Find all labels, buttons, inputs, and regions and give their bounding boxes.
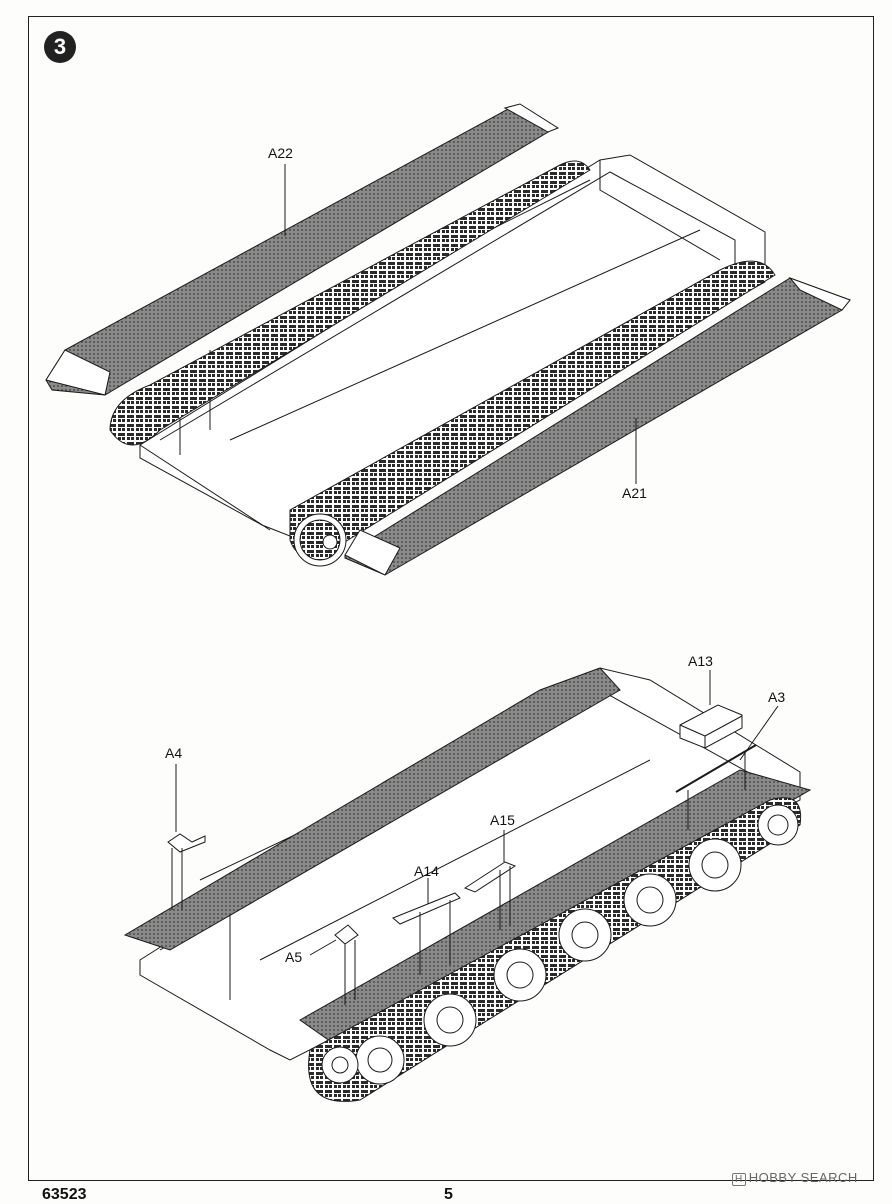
part-a13-toolbox: [679, 670, 743, 749]
top-assembly: [45, 103, 851, 576]
label-a5: A5: [285, 949, 302, 965]
part-a5: [309, 924, 359, 1005]
label-a15: A15: [490, 812, 515, 828]
top-left-track: [109, 160, 591, 446]
page-frame: [28, 16, 874, 1181]
label-a14: A14: [414, 863, 439, 879]
fender-a22: [45, 103, 560, 396]
bottom-left-fender: [123, 667, 621, 951]
bottom-assembly: [123, 667, 812, 1102]
step-number-badge: 3: [44, 31, 76, 63]
top-right-track: [289, 260, 776, 567]
part-a3: [675, 705, 779, 830]
part-a4: [167, 764, 206, 910]
fender-a21: [344, 276, 851, 576]
footer-product-code: 63523: [42, 1186, 87, 1203]
label-a4: A4: [165, 745, 182, 761]
bottom-track: [308, 797, 802, 1102]
label-a13: A13: [688, 653, 713, 669]
part-a14: [392, 878, 461, 975]
watermark-text: HOBBY SEARCH: [748, 1170, 858, 1185]
part-a15: [463, 830, 517, 930]
label-a3: A3: [768, 689, 785, 705]
label-a21: A21: [622, 485, 647, 501]
footer-page-number: 5: [444, 1186, 453, 1203]
label-a22: A22: [268, 145, 293, 161]
